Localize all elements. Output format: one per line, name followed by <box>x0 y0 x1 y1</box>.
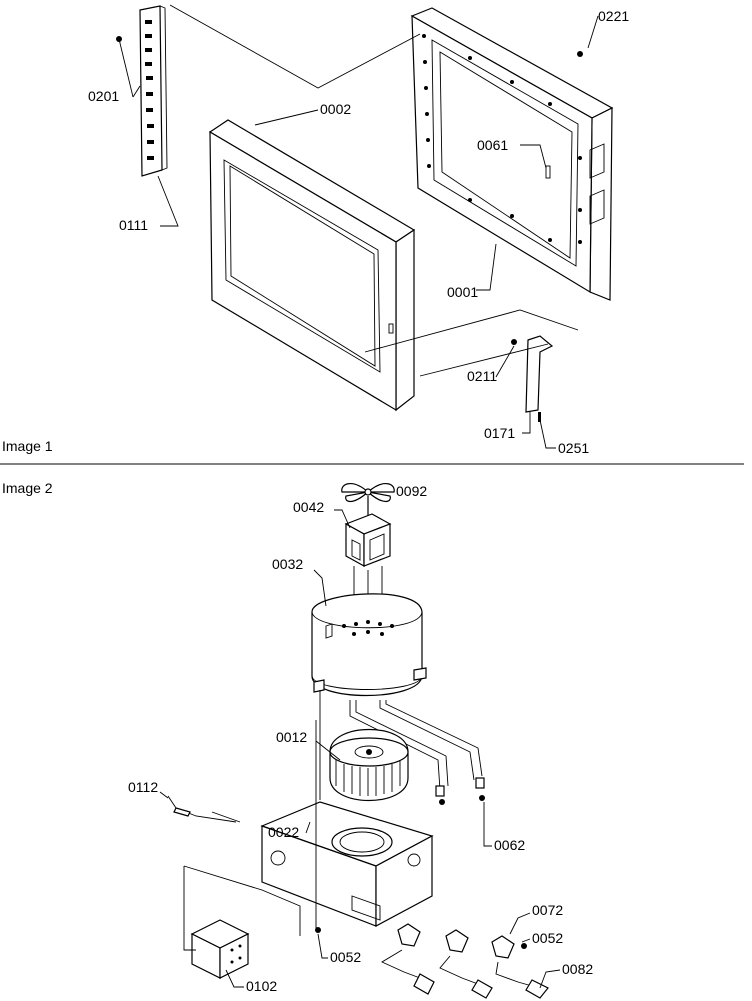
callout-0092: 0092 <box>396 483 427 499</box>
fan-blade-drawing <box>341 483 395 503</box>
fan-motor-drawing <box>344 496 392 618</box>
callout-0102: 0102 <box>246 978 277 994</box>
callout-0171: 0171 <box>484 425 515 441</box>
latch-part-drawing <box>511 335 554 422</box>
callout-0042: 0042 <box>293 499 324 515</box>
callout-0052-right: 0052 <box>532 930 563 946</box>
blower-base-drawing <box>260 801 434 933</box>
callout-0022: 0022 <box>268 824 299 840</box>
sensor-probe-drawing <box>167 795 241 823</box>
image-2-caption: Image 2 <box>2 480 53 496</box>
cavity-frame-drawing <box>410 7 614 301</box>
callout-0082: 0082 <box>562 961 593 977</box>
callout-0032: 0032 <box>272 556 303 572</box>
callout-0061: 0061 <box>477 137 508 153</box>
callout-0052-left: 0052 <box>330 949 361 965</box>
callout-0072: 0072 <box>532 902 563 918</box>
image-1-panel: 0201 0111 0002 0221 0061 0001 0211 0171 … <box>2 4 629 456</box>
callout-0002: 0002 <box>320 101 351 117</box>
callout-0251: 0251 <box>558 440 589 456</box>
callout-0221: 0221 <box>598 8 629 24</box>
callout-0001: 0001 <box>447 284 478 300</box>
mounting-feet-drawing <box>381 923 549 999</box>
blower-wheel-drawing <box>329 728 409 802</box>
callout-0111: 0111 <box>119 217 148 233</box>
callout-0062: 0062 <box>494 837 525 853</box>
callout-0112: 0112 <box>128 779 158 795</box>
image-2-panel: Image 2 <box>2 480 593 999</box>
image-1-caption: Image 1 <box>2 438 53 454</box>
callout-0012: 0012 <box>276 729 307 745</box>
terminal-block-drawing <box>190 919 250 979</box>
callout-0211: 0211 <box>467 368 497 384</box>
blower-housing-drawing <box>311 593 427 696</box>
door-frame-drawing <box>208 119 416 412</box>
wire-harness-drawing <box>349 700 485 805</box>
rail-bracket-drawing <box>116 5 168 177</box>
callout-0201: 0201 <box>88 88 119 104</box>
